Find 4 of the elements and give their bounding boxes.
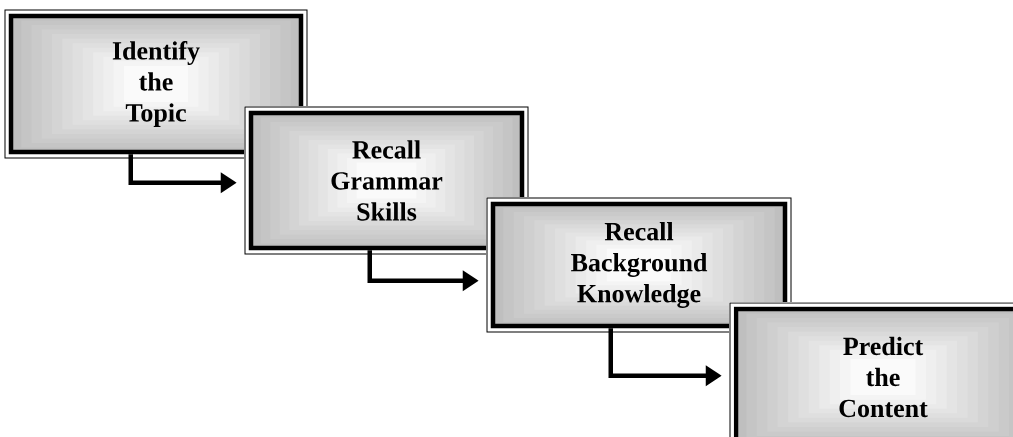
process-box: Identify the Topic <box>4 9 308 159</box>
process-box: Predict the Content <box>729 302 1013 437</box>
process-box: Recall Grammar Skills <box>244 106 529 255</box>
process-box: Recall Background Knowledge <box>486 197 792 333</box>
